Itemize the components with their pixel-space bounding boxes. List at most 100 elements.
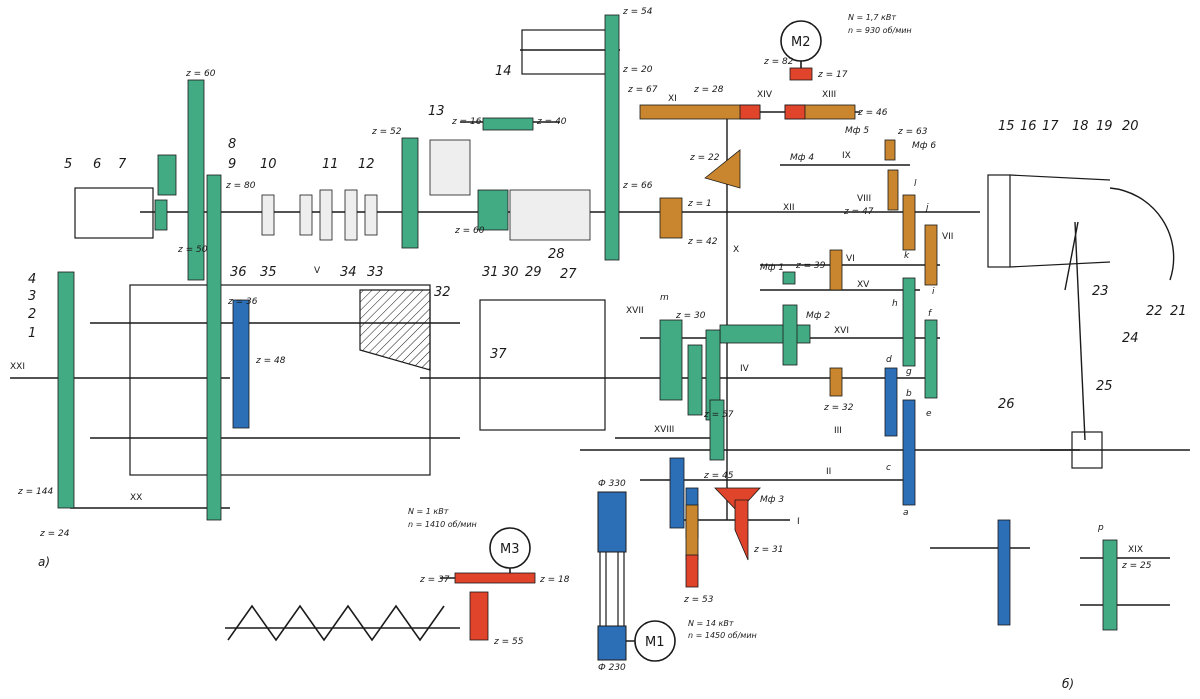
motor-labels: M2 N = 1,7 кВт n = 930 об/мин M3 N = 1 к… (408, 13, 912, 650)
gear-label: z = 25 (1121, 561, 1152, 571)
letter-label: a (903, 508, 909, 518)
gear-tall-54 (604, 14, 620, 261)
gear-red-46b (784, 104, 806, 120)
part-number: 6 (93, 157, 101, 172)
part-numbers: 1 2 3 4 5 6 7 8 9 10 11 12 13 14 15 16 1… (28, 64, 1187, 412)
gear-label: z = 40 (536, 117, 567, 127)
clutch-label: Мф 6 (912, 141, 936, 151)
gear-label: z = 18 (539, 575, 570, 585)
shaft-label: VII (942, 232, 953, 242)
gear-z53-orange (685, 504, 699, 561)
shaft-label: XIV (757, 90, 773, 100)
part-number: 33 (367, 265, 384, 280)
part-number: 22 (1146, 304, 1163, 319)
gear-label: z = 17 (817, 70, 848, 80)
gear-label: z = 50 (177, 245, 208, 255)
part-number: 32 (434, 285, 451, 300)
clutch-label: Мф 5 (845, 126, 869, 136)
part-number: 5 (64, 157, 72, 172)
gear-z63-mid (829, 249, 843, 291)
shaft-label: VI (846, 254, 855, 264)
gear-label: z = 48 (255, 356, 286, 366)
gear-z63-top (884, 139, 896, 161)
part-number: 26 (998, 397, 1015, 412)
spindle-housing (129, 284, 431, 476)
letter-label: g (906, 367, 912, 377)
gear-9 (154, 199, 168, 231)
gear-label: z = 16 (451, 117, 482, 127)
gear-z24-60 (477, 189, 509, 231)
gear-z52-mid (782, 304, 798, 366)
part-number: 24 (1122, 331, 1139, 346)
gear-label: z = 31 (753, 545, 783, 555)
bevel-z22-top (704, 149, 741, 189)
shaft-label: XVII (626, 306, 644, 316)
part-number: 16 (1020, 119, 1037, 134)
gear-label: z = 36 (227, 297, 258, 307)
motor-power: N = 1,7 кВт (848, 13, 896, 22)
clutch-label: Мф 2 (806, 311, 830, 321)
part-number: 25 (1096, 379, 1113, 394)
shaft-labels: I II III IV V VI VII VIII IX X XI XII XI… (10, 90, 1143, 555)
unit-15 (987, 174, 1011, 268)
gear-label: z = 66 (622, 181, 653, 191)
part-number: 4 (28, 272, 36, 287)
gear-j (902, 194, 916, 251)
gear-label: z = 1 (687, 199, 712, 209)
gear-labels: z = 60 z = 80 z = 50 z = 144 z = 24 z = … (17, 7, 1152, 647)
shaft-label: X (733, 245, 739, 255)
gear-label: z = 39 (795, 261, 826, 271)
shaft-label: XII (783, 203, 794, 213)
pulley-230 (597, 625, 627, 661)
part-number: 3 (28, 289, 36, 304)
shaft-label: XV (857, 280, 870, 290)
part-number: 9 (228, 157, 236, 172)
letter-label: f (928, 309, 933, 319)
bevel-z31 (734, 499, 749, 561)
pulley-330 (597, 491, 627, 553)
part-number: 10 (260, 157, 277, 172)
letter-label: c (886, 463, 891, 473)
gear-label: z = 54 (622, 7, 653, 17)
gear-f (924, 319, 938, 399)
part-number: 35 (260, 265, 277, 280)
gear-z144-left (57, 271, 75, 509)
caption-b: б) (1062, 677, 1074, 691)
gear-z60-mid (687, 344, 703, 416)
unit-5-6-7 (74, 187, 154, 239)
motor-speed: n = 930 об/мин (848, 26, 912, 35)
letter-label: e (926, 409, 932, 419)
dial-sector (1109, 187, 1175, 281)
part-number: 11 (322, 157, 339, 172)
gear-h (902, 277, 916, 367)
gear-red-82 (789, 67, 813, 81)
gear-label: z = 32 (823, 403, 854, 413)
part-number: 21 (1170, 304, 1187, 319)
gears (57, 14, 1118, 641)
shaft-label: V (314, 266, 321, 276)
letter-label: k (904, 251, 910, 261)
letter-label: h (892, 299, 898, 309)
part-number: 13 (428, 104, 445, 119)
motor-speed: n = 1410 об/мин (408, 520, 477, 529)
unit-14 (521, 29, 608, 75)
letter-label: m (660, 293, 669, 303)
motor-power: N = 14 кВт (688, 619, 734, 628)
gear-z60-top (187, 79, 205, 281)
gear-z80 (206, 174, 222, 521)
motor-speed: n = 1450 об/мин (688, 631, 757, 640)
caption-a: а) (38, 555, 50, 569)
gear-label: z = 82 (763, 57, 794, 67)
shaft-label: XVI (834, 326, 849, 336)
gear-d (884, 367, 898, 437)
part-number: 19 (1096, 119, 1113, 134)
gear-label: z = 60 (185, 69, 216, 79)
pulley-labels: Ф 330 Ф 230 (598, 479, 626, 673)
part-number: 30 (502, 265, 519, 280)
shaft-label: III (834, 426, 842, 436)
motor-name: M3 (500, 542, 520, 557)
shaft-label: XIX (1128, 545, 1143, 555)
shaft-label: XI (668, 94, 677, 104)
gear-label: z = 37 (419, 575, 450, 585)
